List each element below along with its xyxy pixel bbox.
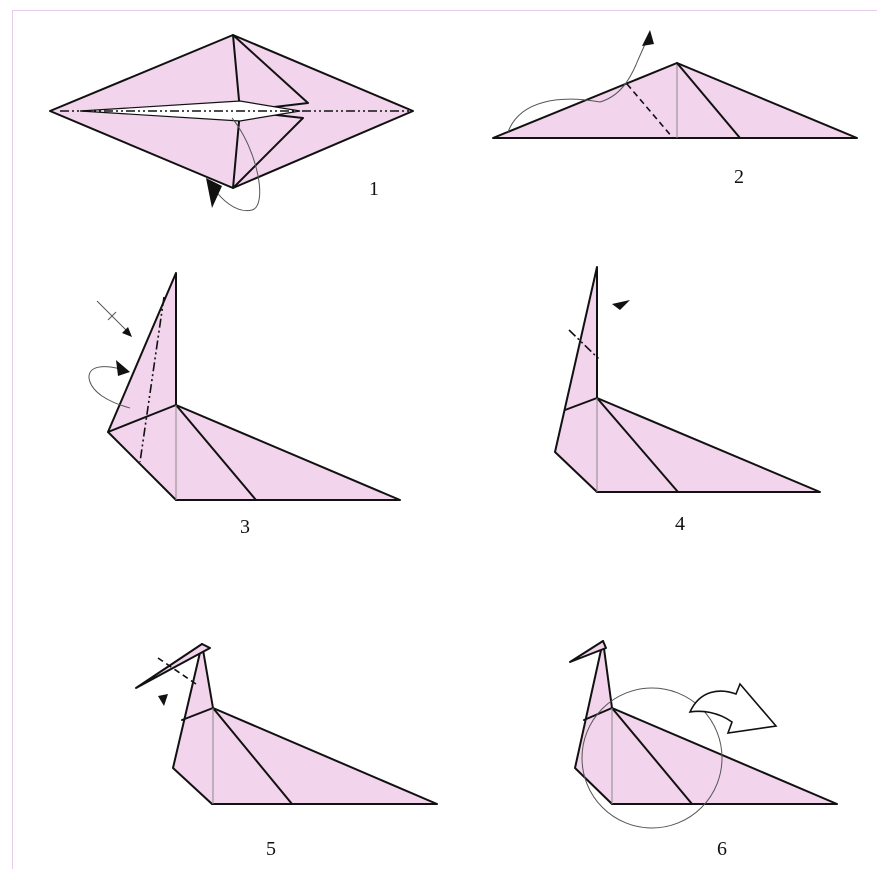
step-2-fold-arrow [507,41,647,133]
step-4-label: 4 [675,513,685,535]
step-3-turn-arrow [88,366,131,409]
step-6-detail-circle [581,687,723,829]
step-2-valley-fold [626,83,674,139]
step-6-head [569,640,607,663]
step-3-body [107,272,401,501]
step-5-label: 5 [266,838,276,860]
step-6-wing-edge [611,707,693,805]
step-2-diagram [492,30,858,139]
step-5-neck-base [181,707,214,721]
step-1-turn-arrow [213,117,261,212]
step-1-center-slit [79,100,301,122]
step-5-valley-fold [157,657,197,685]
step-3-turn-arrowhead [116,360,130,376]
step-6-body [574,640,838,805]
step-3-diagram [88,272,401,501]
frame-left-line [12,10,13,869]
step-3-push-arrow-tick [107,311,117,321]
step-6-label: 6 [717,838,727,860]
step-4-wing-edge [596,397,679,493]
step-5-wing-edge [212,707,293,805]
step-2-flap-edge [676,62,741,139]
step-3-push-arrowhead [122,327,132,337]
step-6-diagram [569,640,838,829]
step-1-label: 1 [369,178,379,200]
step-1-diagram [49,34,414,212]
step-2-label: 2 [734,166,744,188]
step-3-push-arrow-line [96,300,127,331]
step-4-body [554,266,821,493]
step-1-arrowhead [206,178,222,208]
step-4-diagram [554,266,821,493]
step-3-neck-base [107,404,177,433]
step-4-neck-base [564,397,598,411]
step-3-label: 3 [240,516,250,538]
step-4-arrowhead [612,300,630,310]
step-5-diagram [135,643,438,805]
step-2-arrowhead [642,30,654,46]
step-2-triangle [492,62,858,139]
step-3-wing-edge [175,404,257,501]
frame-top-line [12,10,877,11]
step-4-fold-line [568,329,601,361]
step-5-body [172,643,438,805]
step-6-turn-over-arrow [688,682,778,734]
step-3-mountain-fold [139,296,165,463]
step-5-arrowhead [158,694,168,706]
